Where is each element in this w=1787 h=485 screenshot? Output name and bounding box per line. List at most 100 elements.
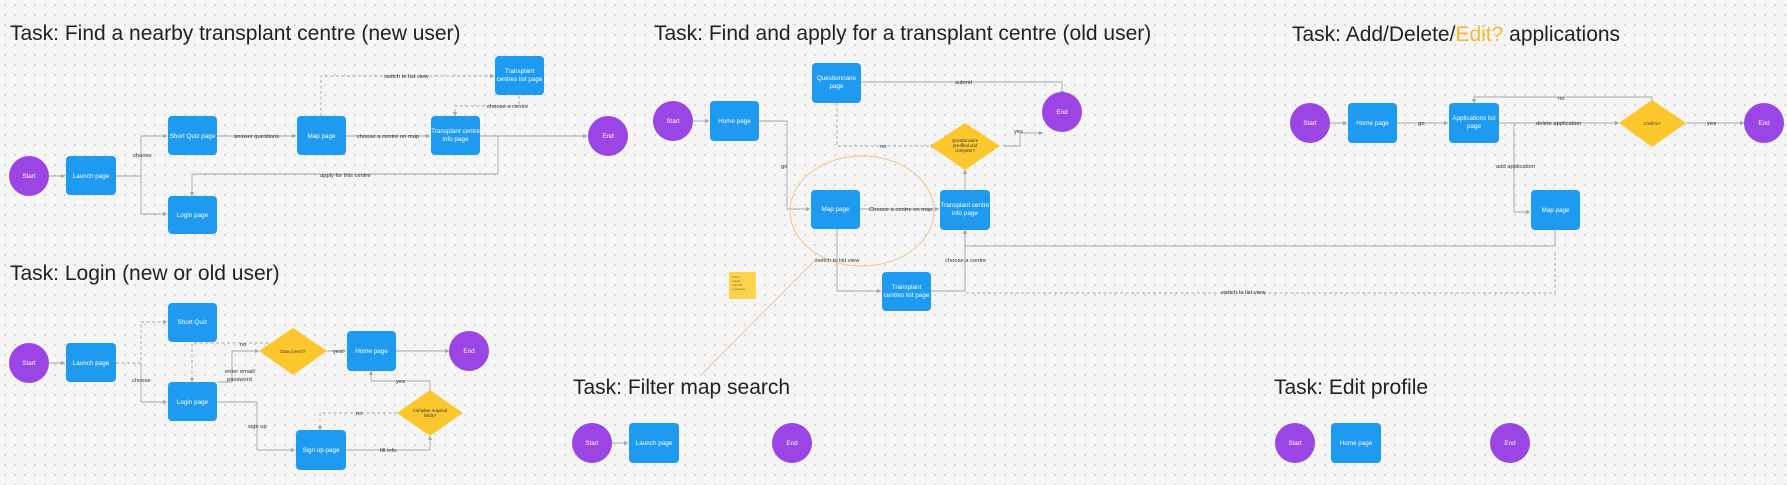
short-quiz-box[interactable]	[168, 116, 217, 155]
launch-page-box[interactable]	[66, 156, 116, 195]
edge-map-list	[320, 73, 495, 116]
start-circle[interactable]	[653, 101, 693, 141]
node-label: Start	[22, 173, 36, 180]
edge-label-yes2: yes	[396, 379, 405, 385]
node-centres-list-page[interactable]: Transplant centres list page	[882, 272, 931, 311]
node-launch-page[interactable]: Launch page	[66, 156, 116, 195]
node-label: Transplant centre	[941, 202, 990, 209]
end-circle[interactable]	[588, 116, 628, 156]
applications-list-box[interactable]	[1449, 103, 1499, 143]
end-circle[interactable]	[1744, 103, 1784, 143]
node-data-correct-decision[interactable]: Data correct?	[259, 328, 327, 375]
node-short-quiz[interactable]: Short Quiz	[168, 303, 217, 342]
launch-page-box[interactable]	[66, 343, 116, 382]
node-login-page[interactable]: Login page	[168, 382, 217, 421]
flow1-nodes: Start Launch page Short Quiz page Login …	[9, 56, 628, 234]
edge-label-apply: apply for this centre	[320, 173, 371, 179]
launch-page-box[interactable]	[629, 423, 679, 463]
edge-check-yes	[368, 370, 431, 390]
node-signup-page[interactable]: Sign up page	[296, 430, 346, 470]
login-page-box[interactable]	[168, 382, 217, 421]
node-centres-list-page[interactable]: Transplant centres list page	[495, 56, 544, 95]
node-start[interactable]: Start	[1275, 423, 1315, 463]
start-circle[interactable]	[1275, 423, 1315, 463]
node-end[interactable]: End	[1042, 92, 1082, 132]
node-required-fields-decision[interactable]: Complete required fields?	[397, 390, 463, 436]
node-start[interactable]: Start	[9, 343, 49, 383]
sticky-note[interactable]: This is a sticky note with a comment	[729, 272, 756, 299]
node-home-page[interactable]: Home page	[1331, 423, 1381, 463]
node-home-page[interactable]: Home page	[710, 101, 759, 141]
home-page-box[interactable]	[1348, 103, 1397, 143]
end-circle[interactable]	[449, 331, 489, 371]
node-questionnaire-decision[interactable]: Questionnaire pre-filled and complete?	[930, 123, 1000, 170]
start-circle[interactable]	[572, 423, 612, 463]
login-page-box[interactable]	[168, 196, 217, 234]
node-map-page[interactable]: Map page	[297, 116, 346, 155]
map-page-box[interactable]	[297, 116, 346, 155]
node-label: End	[463, 348, 475, 355]
home-page-box[interactable]	[710, 101, 759, 141]
sticky-note-box[interactable]	[729, 272, 756, 299]
node-confirm-decision[interactable]: Confirm?	[1619, 100, 1686, 147]
node-start[interactable]: Start	[572, 423, 612, 463]
node-end[interactable]: End	[449, 331, 489, 371]
node-launch-page[interactable]: Launch page	[66, 343, 116, 382]
node-end[interactable]: End	[1490, 423, 1530, 463]
node-start[interactable]: Start	[653, 101, 693, 141]
questionnaire-box[interactable]	[812, 63, 861, 103]
title-find-apply-old-user: Task: Find and apply for a transplant ce…	[654, 22, 1151, 45]
edge-label-answer-questions: answer questions	[234, 134, 279, 140]
end-circle[interactable]	[1042, 92, 1082, 132]
centre-info-box[interactable]	[431, 116, 480, 155]
node-login-page[interactable]: Login page	[168, 196, 217, 234]
node-start[interactable]: Start	[9, 156, 49, 196]
node-home-page[interactable]: Home page	[1348, 103, 1397, 143]
node-end[interactable]: End	[772, 423, 812, 463]
decision-diamond[interactable]	[930, 123, 1000, 170]
start-circle[interactable]	[9, 156, 49, 196]
node-map-page[interactable]: Map page	[811, 190, 860, 229]
node-map-page[interactable]: Map page	[1531, 190, 1580, 230]
centre-info-box[interactable]	[940, 190, 990, 230]
title-edit-accent: Edit?	[1455, 23, 1503, 46]
node-label: Start	[585, 440, 599, 447]
node-start[interactable]: Start	[1290, 103, 1330, 143]
start-circle[interactable]	[1290, 103, 1330, 143]
decision-diamond[interactable]	[1619, 100, 1686, 147]
node-short-quiz-page[interactable]: Short Quiz page	[168, 116, 217, 155]
edge-launch-quiz	[116, 319, 168, 364]
centres-list-box[interactable]	[495, 56, 544, 95]
node-end[interactable]: End	[1744, 103, 1784, 143]
end-circle[interactable]	[1490, 423, 1530, 463]
map-page-box[interactable]	[811, 190, 860, 229]
node-questionnaire-page[interactable]: Questionnaire page	[812, 63, 861, 103]
sticky-line: note with	[732, 283, 743, 287]
home-page-box[interactable]	[347, 331, 396, 371]
highlight-ellipse	[789, 155, 935, 267]
decision-diamond[interactable]	[397, 390, 463, 436]
node-end[interactable]: End	[588, 116, 628, 156]
home-page-box[interactable]	[1331, 423, 1381, 463]
node-home-page[interactable]: Home page	[347, 331, 396, 371]
flow2-edge-labels: submit no yes go Choose a centre on map …	[781, 80, 1266, 296]
node-centre-info-page[interactable]: Transplant centre info page	[431, 116, 480, 155]
edge-label-signup: sign up	[248, 424, 267, 430]
node-label: page	[1467, 123, 1482, 130]
short-quiz-box[interactable]	[168, 303, 217, 342]
map-page-box[interactable]	[1531, 190, 1580, 230]
signup-page-box[interactable]	[296, 430, 346, 470]
node-label: fields?	[424, 413, 437, 418]
node-applications-list-page[interactable]: Applications list page	[1449, 103, 1499, 143]
node-label: End	[1758, 120, 1770, 127]
centres-list-box[interactable]	[882, 272, 931, 311]
edge-label-choose-on-map: choose a centre on map	[357, 134, 419, 140]
start-circle[interactable]	[9, 343, 49, 383]
node-centre-info-page[interactable]: Transplant centre info page	[940, 190, 990, 230]
node-label: Start	[666, 118, 680, 125]
edge-label-fillinfo: fill info	[380, 448, 396, 454]
end-circle[interactable]	[772, 423, 812, 463]
decision-diamond[interactable]	[259, 328, 327, 375]
node-launch-page[interactable]: Launch page	[629, 423, 679, 463]
edge-login-signup	[217, 401, 296, 453]
